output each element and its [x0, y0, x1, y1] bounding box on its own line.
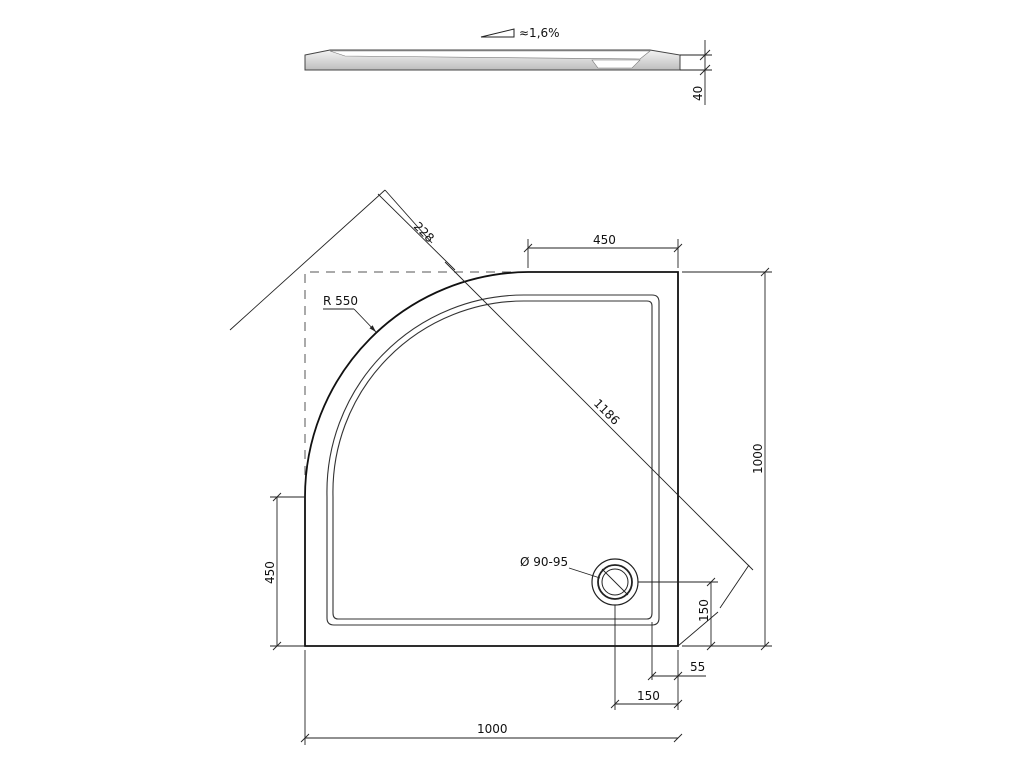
radius-label: R 550 [323, 294, 358, 308]
slope-wedge-icon [480, 28, 515, 38]
width-1000-label: 1000 [477, 722, 508, 736]
top-straight-450-label: 450 [593, 233, 616, 247]
construction-dashed-corner [304, 271, 528, 475]
side-view-top-surface [329, 50, 651, 60]
drain-middle-ring [597, 564, 633, 600]
slope-label: ≈1,6% [519, 26, 560, 40]
left-straight-450-label: 450 [263, 561, 277, 584]
tray-inner-rim-inner [332, 300, 653, 620]
height-label: 40 [691, 86, 705, 101]
side-view-drain-recess [591, 59, 641, 69]
drain-y-offset-150-label: 150 [697, 599, 711, 622]
drain-inner-ring [601, 568, 629, 596]
tray-inner-rim-outer [326, 294, 660, 626]
plan-view: Ø 90-95 R 550 228 1186 450 1000 [229, 189, 772, 745]
drain-x-offset-150-label: 150 [637, 689, 660, 703]
side-view: ≈1,6% 40 [304, 26, 712, 105]
tray-outer-outline [304, 271, 679, 647]
depth-1000-label: 1000 [751, 443, 765, 474]
rim-offset-55-label: 55 [690, 660, 705, 674]
drain-diameter-label: Ø 90-95 [520, 555, 568, 569]
